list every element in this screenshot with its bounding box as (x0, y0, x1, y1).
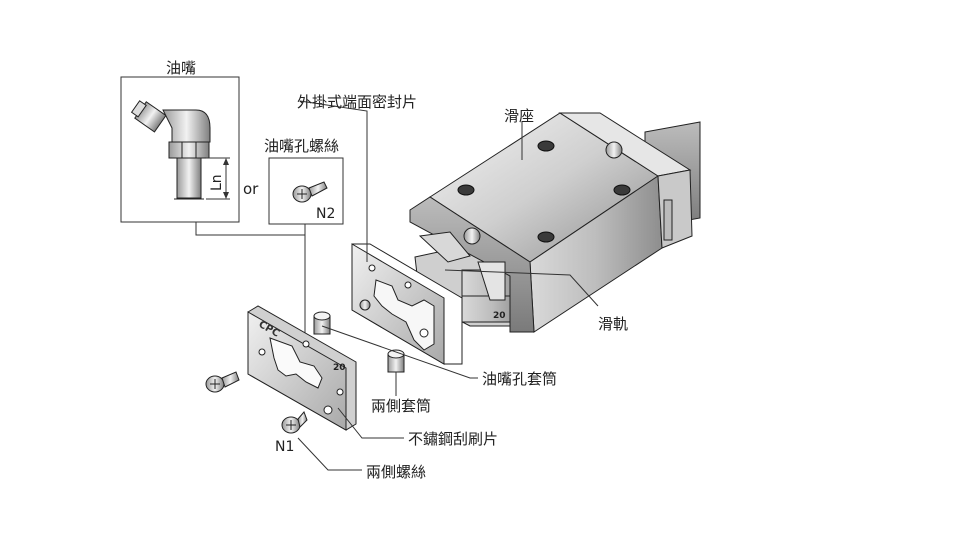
or-label: or (243, 180, 259, 198)
end-seal-part (351, 243, 463, 365)
small-screw-icon (292, 181, 328, 203)
end-seal-leader (299, 100, 368, 262)
grease-port-icon (605, 141, 623, 159)
grease-hole-sleeve-leader (321, 325, 478, 379)
grease-nipple-detail: 油嘴 Ln (120, 59, 240, 223)
scraper-leader (337, 407, 404, 439)
mounting-hole (457, 184, 475, 196)
grease-nipple-label: 油嘴 (166, 59, 196, 77)
steel-scraper-part: CPC 20 (247, 305, 357, 431)
mounting-hole (613, 184, 631, 196)
box-connector-line (195, 222, 306, 236)
rail-leader (444, 269, 599, 307)
ln-label: Ln (209, 174, 225, 191)
grease-nipple-icon (130, 100, 211, 200)
side-screw-label: 兩側螺絲 (366, 463, 426, 481)
grease-port-icon (463, 227, 481, 245)
n2-label: N2 (316, 206, 335, 222)
grease-hole-sleeve-part (313, 311, 331, 335)
grease-hole-sleeve-label: 油嘴孔套筒 (482, 370, 557, 388)
grease-hole-screw-detail: 油嘴孔螺絲 N2 (264, 137, 344, 225)
mounting-holes (457, 140, 631, 243)
end-seal-label: 外掛式端面密封片 (297, 93, 417, 111)
block-front-face (409, 196, 535, 333)
ln-arrow-bottom (223, 192, 229, 199)
block-label: 滑座 (504, 107, 534, 125)
scraper-size-mark: 20 (333, 363, 346, 373)
left-screw-icon (205, 371, 240, 393)
mounting-hole (537, 231, 555, 243)
end-seal-screw-icon (359, 299, 371, 311)
grease-hole-screw-label: 油嘴孔螺絲 (264, 137, 339, 155)
mounting-hole (537, 140, 555, 152)
ln-arrow-top (223, 158, 229, 165)
n1-screw-icon (281, 411, 308, 434)
steel-scraper-label: 不鏽鋼刮刷片 (408, 430, 498, 448)
n1-label: N1 (275, 439, 294, 455)
side-sleeve-label: 兩側套筒 (371, 397, 431, 415)
side-sleeve-part (387, 349, 405, 373)
block-part: 20 (409, 112, 693, 333)
side-screw-leader (297, 437, 362, 471)
rail-label: 滑軌 (598, 315, 628, 333)
block-size-mark: 20 (493, 311, 506, 321)
